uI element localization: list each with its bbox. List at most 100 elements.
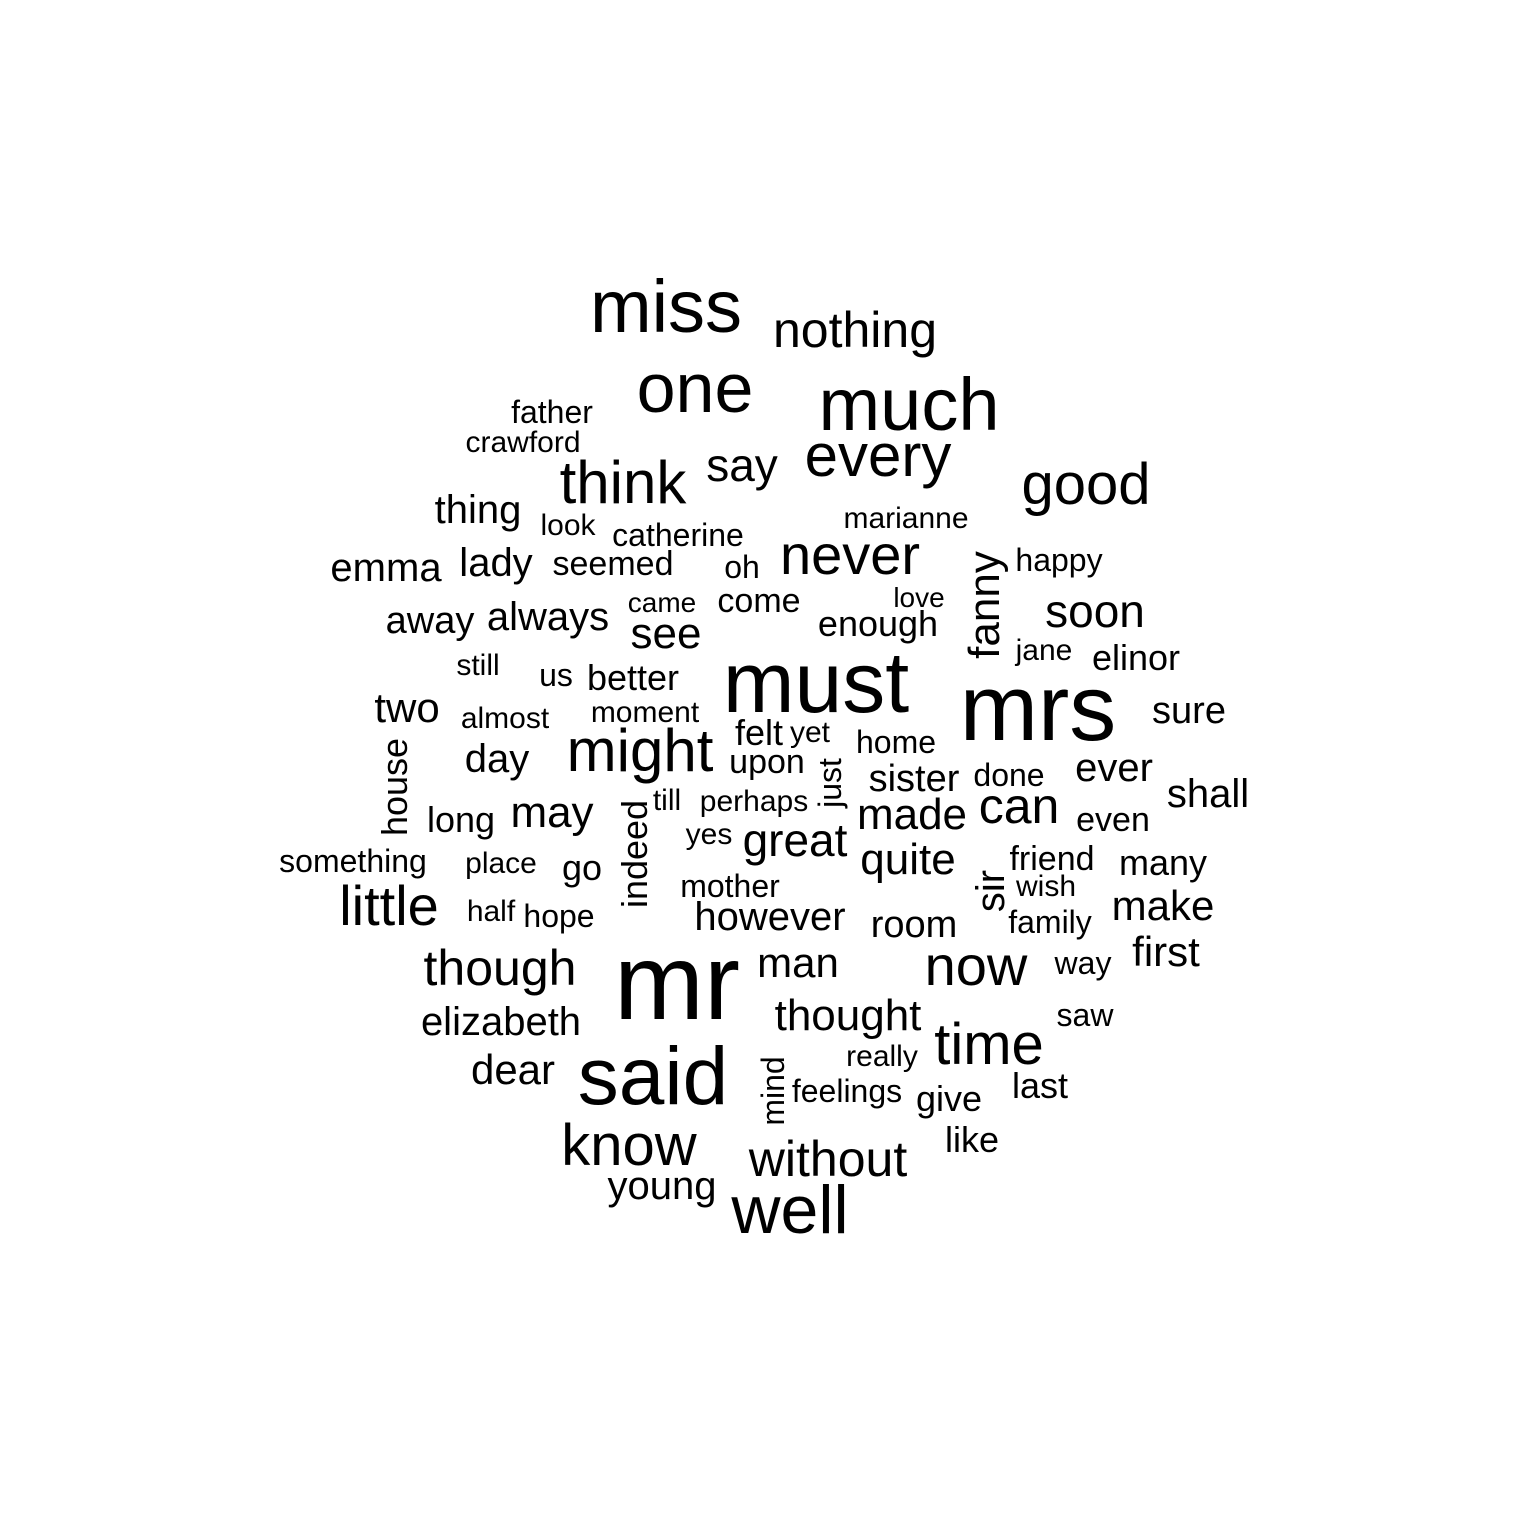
word-many: many: [1118, 842, 1208, 883]
word-really: really: [846, 1040, 918, 1073]
word-catherine: catherine: [612, 517, 744, 553]
word-come: come: [717, 582, 801, 620]
word-long: long: [426, 799, 496, 840]
word-half: half: [466, 895, 516, 928]
word-elinor: elinor: [1091, 637, 1181, 678]
word-mind: mind: [755, 1056, 791, 1126]
word-almost: almost: [460, 702, 550, 735]
word-thing: thing: [434, 488, 522, 532]
word-way: way: [1054, 945, 1112, 981]
word-can: can: [978, 778, 1060, 834]
word-happy: happy: [1015, 542, 1103, 578]
word-never: never: [779, 523, 921, 586]
word-well: well: [731, 1172, 849, 1248]
word-father: father: [511, 394, 593, 430]
word-us: us: [539, 657, 573, 693]
word-feelings: feelings: [791, 1073, 903, 1109]
word-something: something: [279, 843, 427, 879]
word-look: look: [540, 509, 596, 542]
word-must: must: [722, 635, 910, 731]
word-jane: jane: [1015, 634, 1073, 667]
word-better: better: [586, 657, 680, 698]
word-man: man: [757, 939, 839, 986]
word-love: love: [893, 582, 945, 613]
word-sister: sister: [868, 758, 960, 800]
word-go: go: [561, 847, 603, 888]
word-home: home: [855, 724, 937, 760]
word-saw: saw: [1056, 997, 1114, 1033]
word-marianne: marianne: [843, 502, 969, 535]
word-lady: lady: [459, 541, 533, 585]
word-great: great: [742, 814, 848, 866]
word-yes: yes: [685, 818, 733, 851]
word-fanny: fanny: [960, 551, 1009, 659]
word-now: now: [924, 934, 1028, 997]
word-much: much: [818, 363, 1000, 446]
word-think: think: [559, 449, 687, 516]
word-good: good: [1021, 452, 1151, 517]
word-mr: mr: [614, 921, 740, 1042]
word-mother: mother: [680, 868, 780, 904]
word-enough: enough: [817, 603, 939, 644]
word-one: one: [636, 349, 754, 427]
word-make: make: [1111, 882, 1215, 929]
word-see: see: [630, 609, 702, 658]
word-even: even: [1076, 801, 1150, 839]
word-thought: thought: [774, 991, 922, 1040]
word-nothing: nothing: [772, 302, 938, 358]
word-first: first: [1132, 928, 1200, 975]
word-however: however: [694, 895, 846, 939]
word-miss: miss: [589, 265, 743, 348]
word-give: give: [915, 1078, 983, 1119]
word-little: little: [339, 874, 439, 937]
word-know: know: [561, 1113, 697, 1178]
word-without: without: [748, 1131, 908, 1187]
word-house: house: [374, 737, 415, 837]
word-felt: felt: [734, 712, 784, 753]
word-family: family: [1008, 904, 1092, 940]
word-sir: sir: [969, 869, 1013, 913]
word-every: every: [804, 422, 952, 489]
word-seemed: seemed: [552, 545, 674, 583]
word-last: last: [1011, 1065, 1069, 1106]
word-upon: upon: [729, 743, 805, 781]
word-room: room: [870, 904, 958, 946]
word-made: made: [856, 790, 968, 839]
word-sure: sure: [1152, 690, 1226, 732]
word-soon: soon: [1045, 585, 1145, 637]
word-came: came: [627, 587, 697, 618]
word-away: away: [385, 600, 475, 642]
word-crawford: crawford: [465, 426, 581, 459]
word-though: though: [423, 940, 577, 996]
word-place: place: [465, 847, 537, 880]
word-elizabeth: elizabeth: [420, 1000, 582, 1044]
word-yet: yet: [789, 716, 831, 749]
word-day: day: [464, 737, 530, 781]
word-till: till: [652, 784, 682, 817]
word-always: always: [486, 595, 610, 639]
word-emma: emma: [330, 546, 442, 590]
word-dear: dear: [470, 1046, 556, 1093]
word-moment: moment: [590, 696, 700, 729]
word-ever: ever: [1075, 746, 1153, 790]
word-perhaps: perhaps: [699, 785, 809, 818]
word-mrs: mrs: [959, 655, 1117, 760]
word-friend: friend: [1009, 840, 1095, 878]
word-done: done: [973, 757, 1045, 793]
word-two: two: [374, 684, 440, 731]
word-oh: oh: [724, 549, 760, 585]
word-wish: wish: [1015, 870, 1077, 903]
word-young: young: [607, 1164, 717, 1208]
word-just: just: [812, 758, 848, 808]
word-shall: shall: [1166, 772, 1250, 816]
word-said: said: [577, 1031, 729, 1122]
word-say: say: [706, 439, 778, 491]
word-like: like: [944, 1119, 1000, 1160]
word-time: time: [934, 1012, 1044, 1077]
word-still: still: [456, 649, 500, 682]
word-may: may: [510, 788, 594, 837]
word-indeed: indeed: [614, 799, 655, 909]
word-quite: quite: [860, 835, 956, 884]
word-might: might: [566, 717, 714, 784]
